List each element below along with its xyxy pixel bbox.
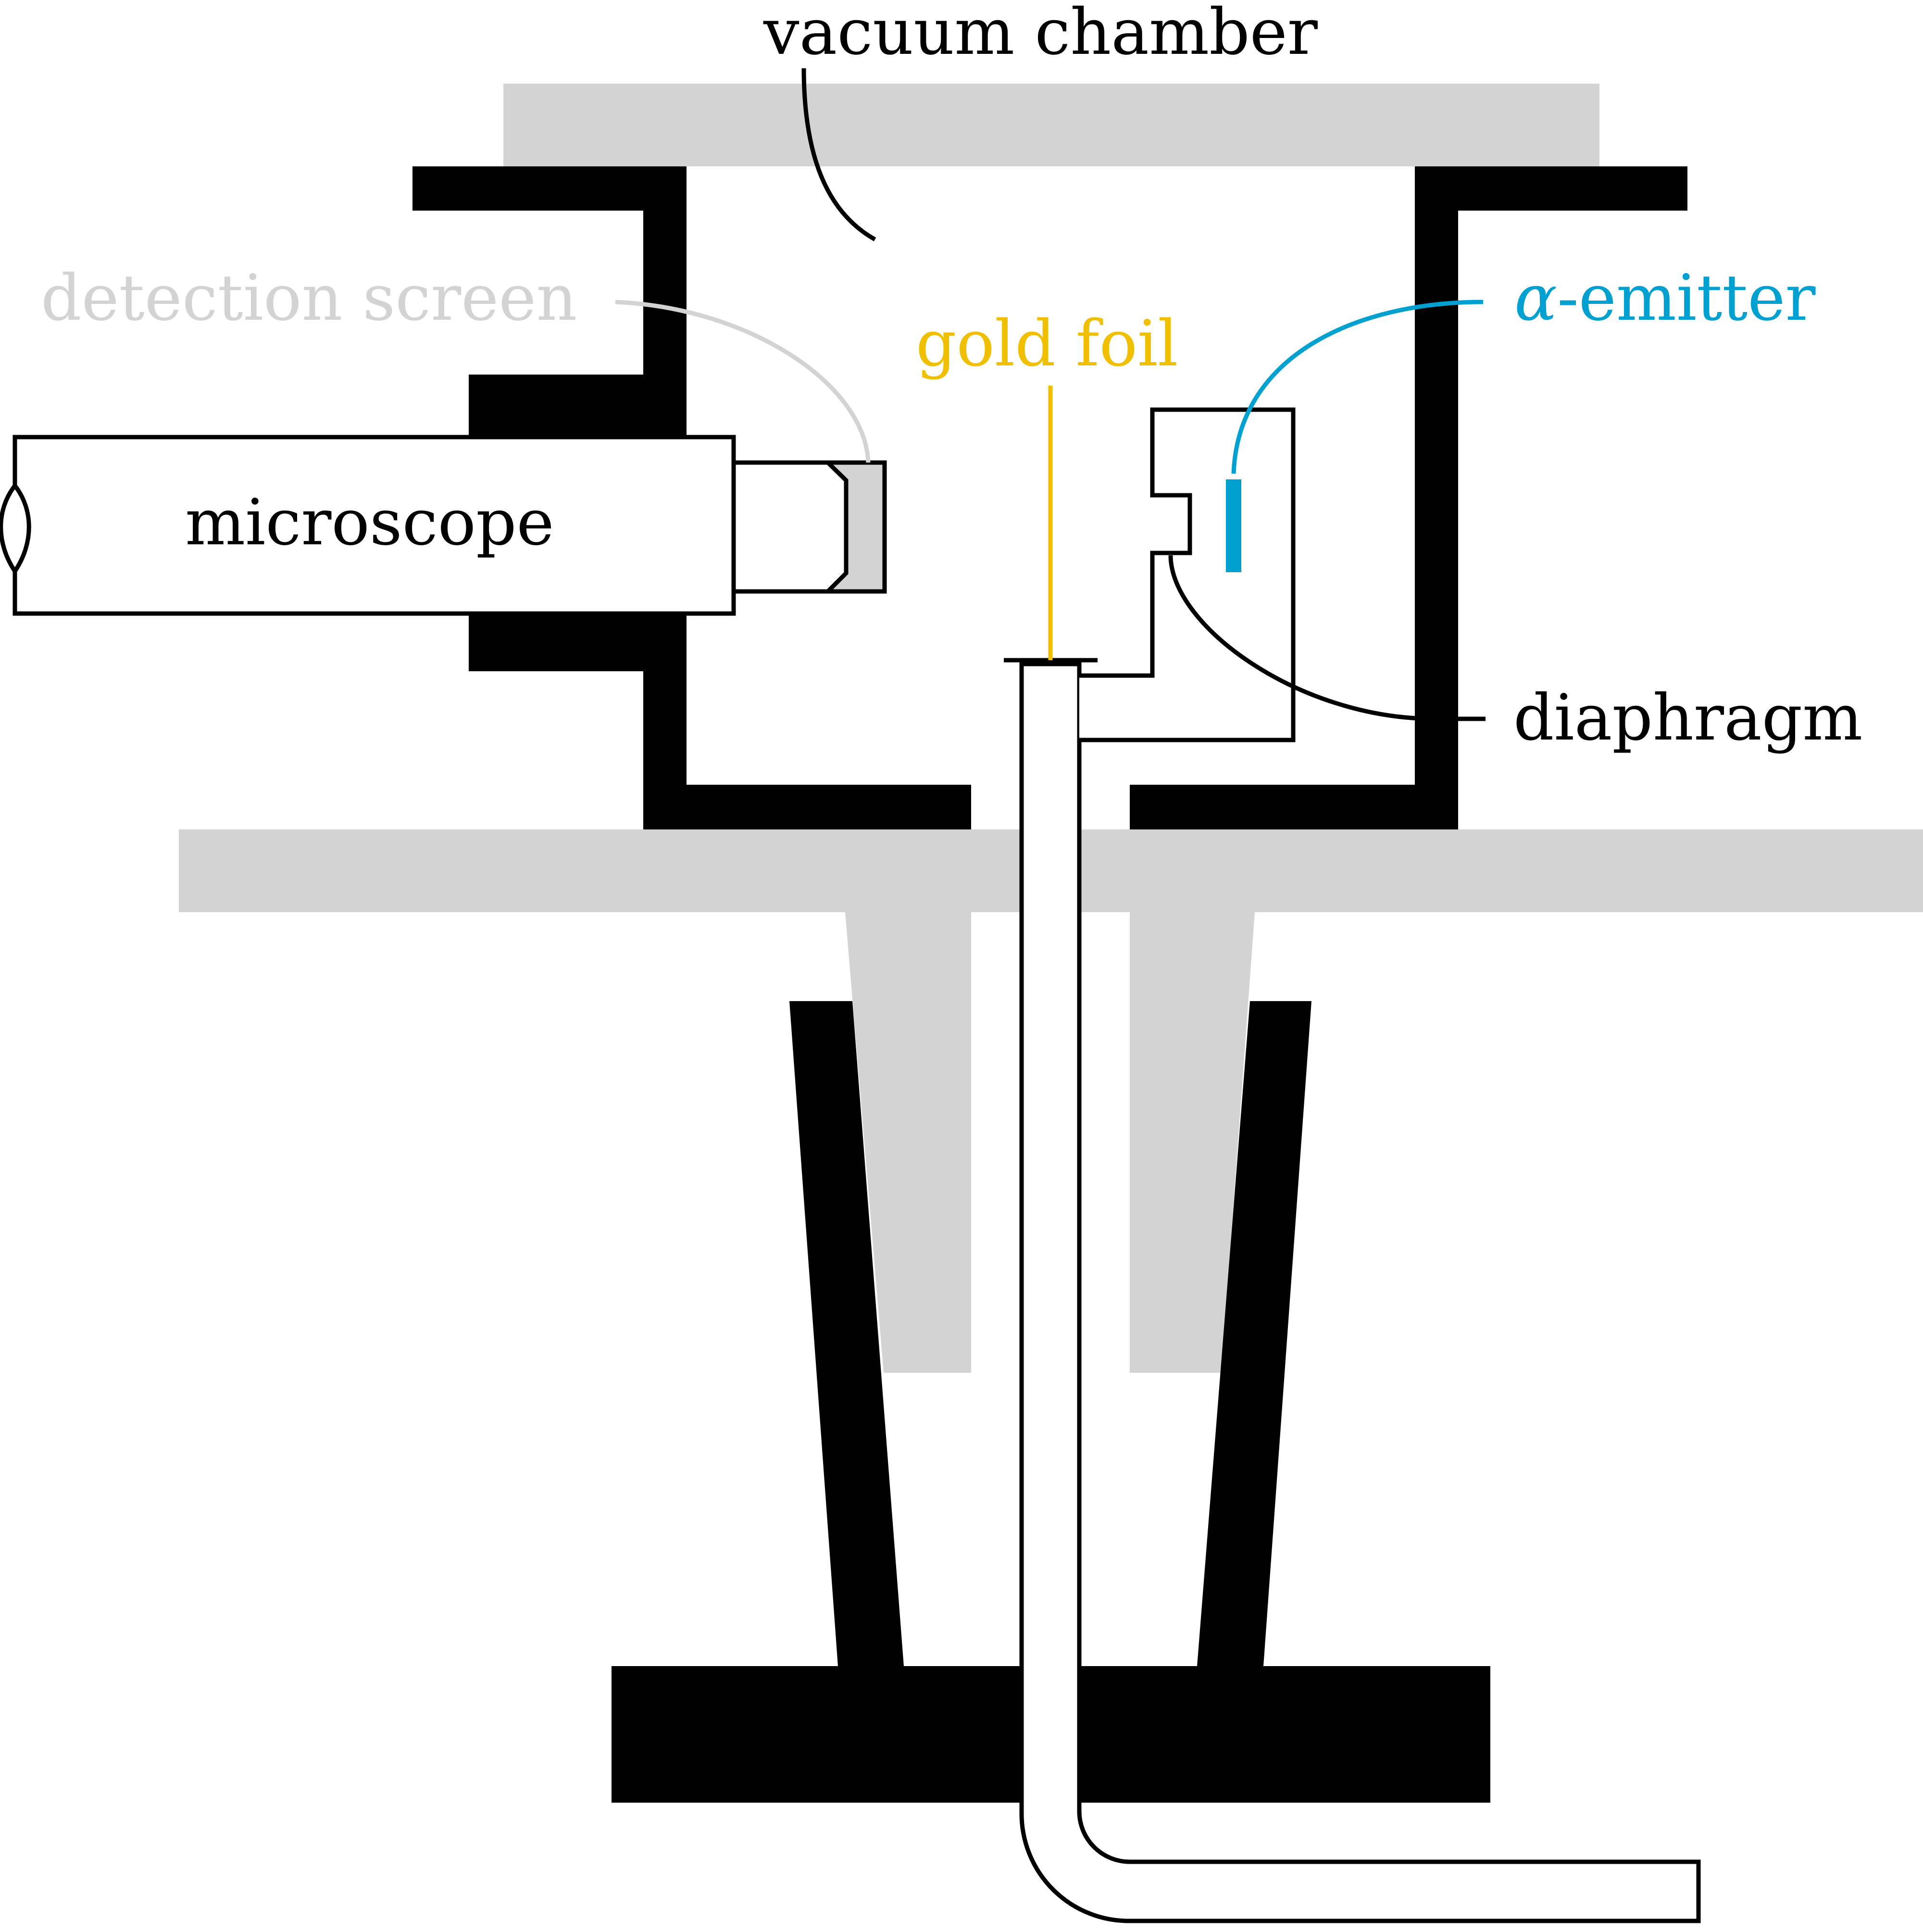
foil-holder-tube-body	[1019, 662, 1701, 1923]
microscope-tube	[12, 435, 736, 616]
detection-screen-plate	[822, 460, 887, 594]
left-stand-leg	[789, 1001, 904, 1666]
diaphragm-housing	[1079, 407, 1296, 742]
right-stand-leg	[1197, 1001, 1311, 1666]
alpha-emitter-label-rest: -emitter	[1557, 261, 1816, 335]
alpha-emitter-source	[1226, 479, 1241, 572]
top-support-plate	[503, 84, 1599, 166]
vacuum-chamber-leader	[801, 68, 876, 241]
microscope-eyepiece-lens	[0, 482, 31, 576]
alpha-emitter-label: α-emitter	[1514, 261, 1816, 335]
alpha-emitter-symbol: α	[1514, 261, 1557, 335]
detection-screen-label: detection screen	[41, 261, 577, 335]
left-support-wedge	[845, 912, 971, 1373]
diaphragm-label: diaphragm	[1513, 681, 1862, 755]
detection-screen-leader	[615, 300, 871, 463]
vacuum-chamber-label: vacuum chamber	[763, 0, 1318, 69]
chamber-left-wall	[412, 166, 971, 829]
diaphragm-leader	[1168, 555, 1486, 721]
alpha-emitter-leader	[1231, 300, 1484, 474]
right-support-wedge	[1130, 912, 1255, 1373]
gold-foil-label: gold foil	[916, 307, 1178, 381]
microscope-label: microscope	[185, 486, 554, 560]
